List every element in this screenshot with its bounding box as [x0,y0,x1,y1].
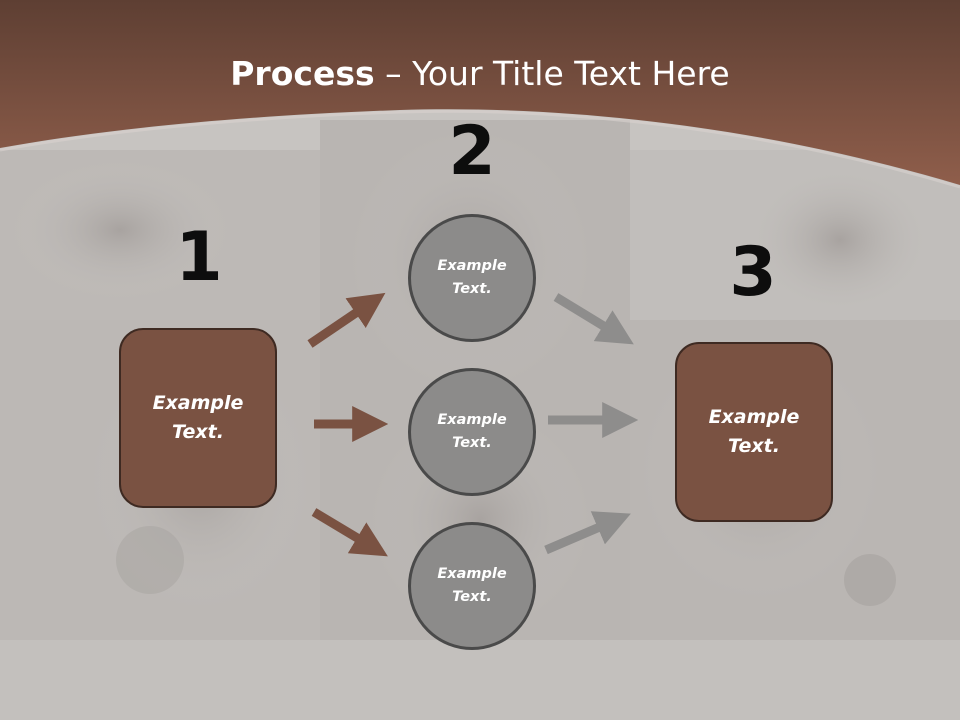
circle-middle-text: Example Text. [437,412,507,451]
circle-bottom-text: Example Text. [437,566,507,605]
arrow-to-circle-3 [311,508,388,557]
step-number-2: 2 [448,112,496,191]
header-band [0,0,960,185]
arrow-from-circle-3 [544,511,631,555]
step-2-circle-middle[interactable]: Example Text. [408,368,536,496]
step-number-3: 3 [729,233,777,312]
circle-top-text: Example Text. [437,258,507,297]
title-bold: Process [230,54,375,93]
step-1-text: Example Text. [152,392,244,443]
slide-title: Process – Your Title Text Here [0,52,960,96]
arrow-to-circle-1 [307,292,386,348]
arrow-from-circle-1 [553,293,634,345]
step-2-circle-top[interactable]: Example Text. [408,214,536,342]
title-rest: – Your Title Text Here [374,54,730,93]
step-3-text: Example Text. [708,406,800,457]
step-3-box[interactable]: Example Text. [675,342,833,522]
step-number-1: 1 [175,218,223,297]
step-2-circle-bottom[interactable]: Example Text. [408,522,536,650]
photo-panel [0,640,960,720]
step-1-box[interactable]: Example Text. [119,328,277,508]
